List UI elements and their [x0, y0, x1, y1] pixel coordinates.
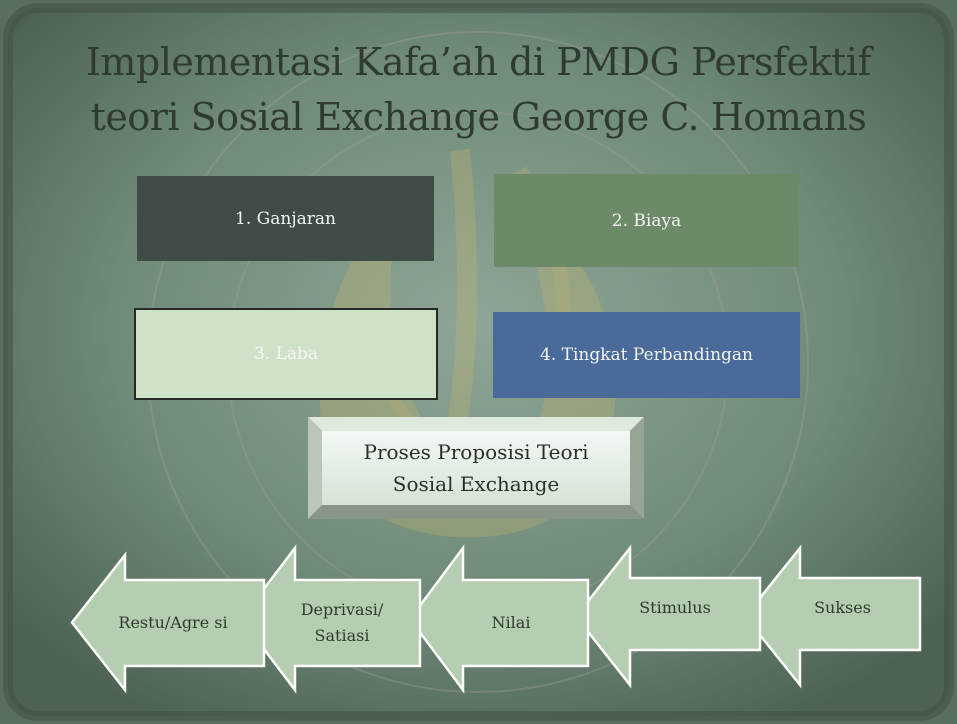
arrow-shape-restu-agresi — [70, 551, 266, 694]
center-box-line-1: Proses Proposisi Teori — [363, 440, 589, 464]
box-biaya: 2. Biaya — [494, 174, 799, 267]
slide-title-line-1: Implementasi Kafa’ah di PMDG Persfektif — [85, 40, 872, 84]
arrow-shape-nilai — [408, 544, 590, 694]
arrow-chain — [70, 544, 922, 694]
arrow-label-stimulus: Stimulus — [639, 598, 711, 617]
arrow-label-restu-agresi: Restu/Agre si — [118, 613, 228, 632]
slide-title-line-2: teori Sosial Exchange George C. Homans — [90, 95, 867, 139]
box-tingkat-perbandingan: 4. Tingkat Perbandingan — [493, 312, 800, 398]
center-box-line-2: Sosial Exchange — [392, 472, 560, 496]
arrow-shape-sukses — [743, 544, 922, 689]
center-box: Proses Proposisi Teori Sosial Exchange — [310, 418, 642, 518]
box-ganjaran: 1. Ganjaran — [137, 176, 434, 261]
arrow-shape-stimulus — [574, 544, 762, 689]
center-plaque — [308, 417, 644, 519]
arrow-label-sukses: Sukses — [814, 598, 871, 617]
arrow-shape-deprivasi-satiasi — [239, 544, 422, 694]
arrow-label-nilai: Nilai — [491, 613, 531, 632]
box-laba: 3. Laba — [134, 308, 438, 400]
arrow-label-deprivasi-satiasi: Deprivasi/ Satiasi — [300, 600, 384, 645]
